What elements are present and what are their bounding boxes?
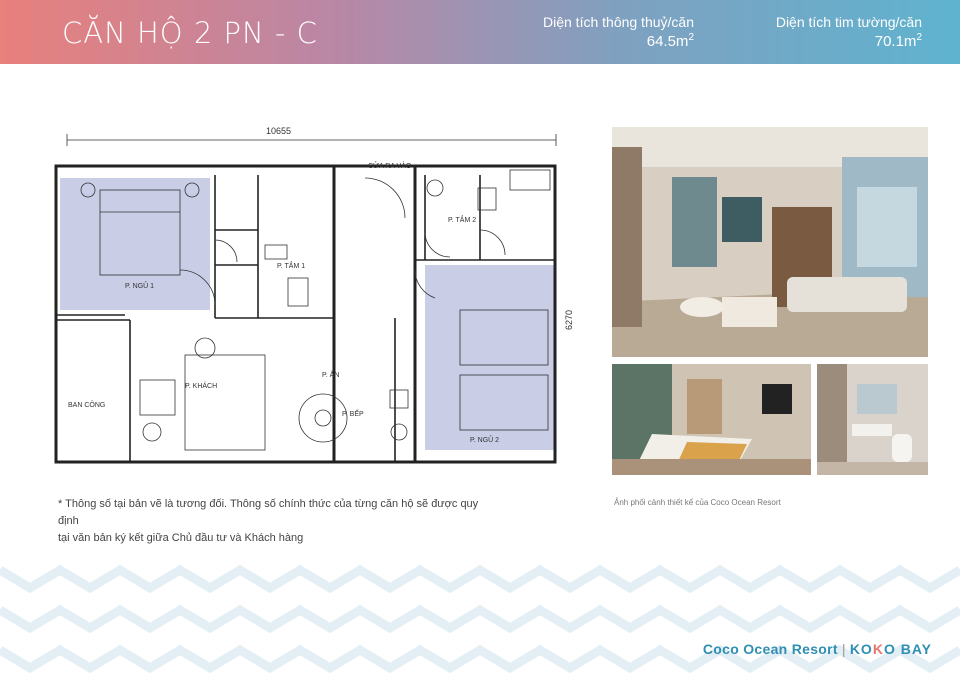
logo-part-a: KO	[849, 641, 873, 657]
door-arcs	[179, 177, 506, 306]
brand-separator: |	[841, 641, 846, 657]
net-area-label: Diện tích thông thuỷ/căn	[543, 14, 694, 30]
brand-name: Coco Ocean Resort	[702, 641, 838, 657]
interior-walls	[56, 175, 555, 462]
wave-pattern-background	[0, 564, 960, 674]
net-area-value-wrap: 64.5m2	[543, 30, 694, 50]
net-area: Diện tích thông thuỷ/căn 64.5m2	[543, 14, 694, 50]
bedroom1-fill	[60, 178, 210, 310]
height-dimension: 6270	[564, 310, 574, 330]
footer-brand: Coco Ocean Resort|KOKO BAY	[703, 641, 932, 657]
net-area-unit: 2	[688, 32, 694, 43]
logo-part-c: O BAY	[883, 641, 932, 657]
bath1-label: P. TẮM 1	[277, 261, 305, 270]
kokobay-logo: KOKO BAY	[850, 641, 932, 657]
furniture	[80, 169, 551, 451]
bedroom-render-image	[612, 364, 811, 475]
disclaimer-note: * Thông số tại bản vẽ là tương đối. Thôn…	[58, 496, 498, 547]
bedroom2-label: P. NGỦ 2	[470, 435, 499, 444]
floor-plan: 10655	[54, 126, 574, 464]
dining-label: P. ĂN	[322, 370, 339, 379]
bedroom1-label: P. NGỦ 1	[125, 281, 154, 290]
kitchen-label: P. BẾP	[342, 408, 364, 418]
gross-area-value: 70.1m	[874, 33, 917, 50]
gross-area-unit: 2	[916, 32, 922, 43]
entrance-label: CỬA RA VÀO	[368, 161, 412, 170]
page-title: CĂN HỘ 2 PN - C	[62, 16, 318, 50]
gross-area: Diện tích tim tường/căn 70.1m2	[776, 14, 922, 50]
net-area-value: 64.5m	[646, 33, 689, 50]
dimension-lines	[66, 134, 557, 146]
walls	[54, 164, 557, 464]
gross-area-label: Diện tích tim tường/căn	[775, 14, 922, 30]
bathroom-render-image	[817, 364, 928, 475]
balcony-label: BAN CÔNG	[68, 400, 105, 409]
header-banner: CĂN HỘ 2 PN - C Diện tích thông thuỷ/căn…	[0, 0, 960, 64]
disclaimer-line-1: * Thông số tại bản vẽ là tương đối. Thôn…	[58, 498, 479, 527]
width-dimension: 10655	[266, 126, 291, 136]
bedroom2-fill	[425, 265, 555, 450]
living-label: P. KHÁCH	[185, 381, 217, 390]
disclaimer-line-2: tại văn bản ký kết giữa Chủ đầu tư và Kh…	[58, 532, 304, 544]
gross-area-value-wrap: 70.1m2	[776, 30, 922, 50]
photo-caption: Ảnh phối cảnh thiết kế của Coco Ocean Re…	[614, 498, 781, 507]
living-room-render-image	[612, 127, 928, 357]
bath2-label: P. TẮM 2	[448, 215, 476, 224]
logo-part-b: K	[872, 641, 884, 657]
